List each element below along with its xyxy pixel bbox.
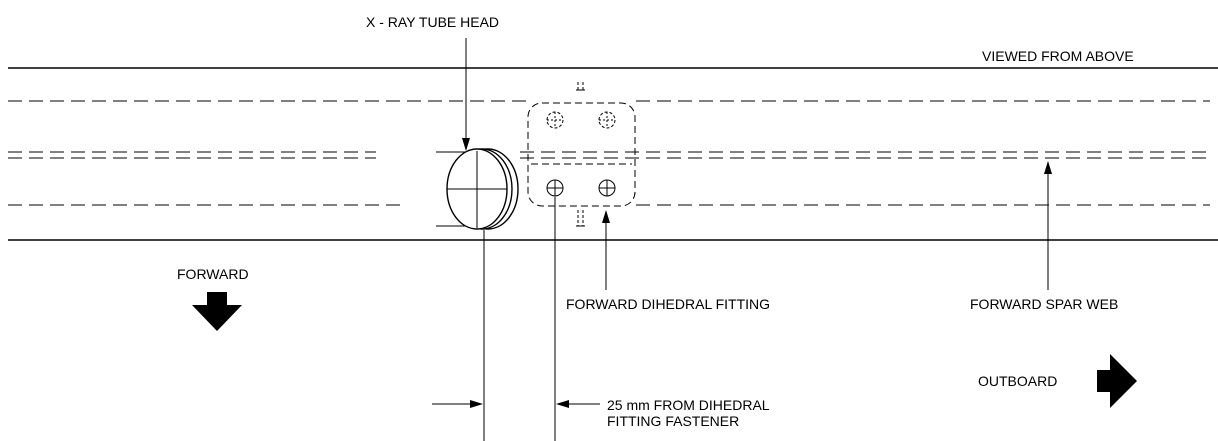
arrowhead-icon [602,210,610,223]
forward-dihedral-fitting-label: FORWARD DIHEDRAL FITTING [566,296,770,312]
forward-label: FORWARD [177,266,249,282]
arrowhead-icon [1044,161,1052,174]
arrowhead-icon [470,400,483,408]
fastener-icon [598,179,616,197]
fitting-bolt-stem-bottom [576,210,585,227]
fastener-icon [598,111,616,129]
fitting-bolt-stem-top [576,82,585,91]
forward-spar-web-label: FORWARD SPAR WEB [970,296,1118,312]
arrowhead-icon [462,138,470,151]
xray-tube-head-label: X - RAY TUBE HEAD [366,14,499,30]
outboard-label: OUTBOARD [978,373,1057,389]
dimension-note-line1: 25 mm FROM DIHEDRAL [607,397,770,413]
xray-tube-head-icon [436,148,519,230]
arrowhead-icon [556,400,569,408]
forward-dihedral-fitting [527,102,636,207]
arrow-down-icon [192,292,242,331]
arrow-right-icon [1097,354,1137,408]
fastener-icon [546,179,564,197]
viewed-from-above-label: VIEWED FROM ABOVE [982,48,1134,64]
dimension-note-line2: FITTING FASTENER [607,413,739,429]
fastener-icon [546,111,564,129]
